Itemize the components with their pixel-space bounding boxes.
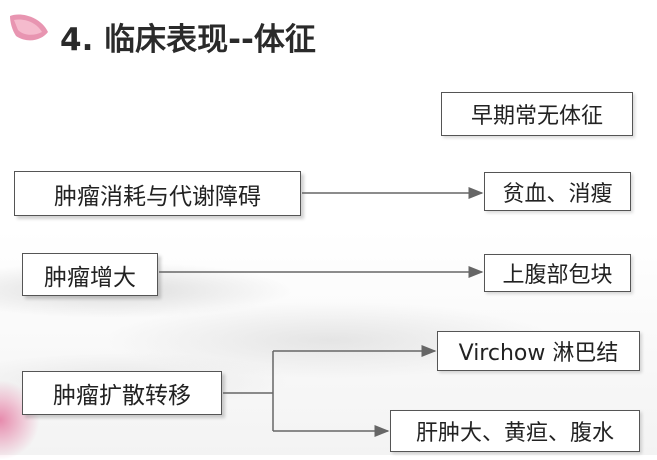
outcome-box-abdominal-mass: 上腹部包块 bbox=[484, 254, 631, 292]
petal-icon bbox=[10, 14, 48, 41]
slide-title: 4. 临床表现--体征 bbox=[60, 22, 316, 58]
outcome-box-anemia-weight-loss: 贫血、消瘦 bbox=[484, 172, 631, 211]
source-box-tumor-enlargement: 肿瘤增大 bbox=[22, 253, 158, 296]
source-box-metastasis: 肿瘤扩散转移 bbox=[22, 371, 222, 415]
source-box-wasting-metabolic: 肿瘤消耗与代谢障碍 bbox=[14, 171, 301, 216]
no-early-signs-box: 早期常无体征 bbox=[441, 92, 633, 136]
outcome-box-virchow-node: Virchow 淋巴结 bbox=[437, 331, 640, 371]
outcome-box-liver-jaundice-ascites: 肝肿大、黄疸、腹水 bbox=[390, 410, 640, 452]
